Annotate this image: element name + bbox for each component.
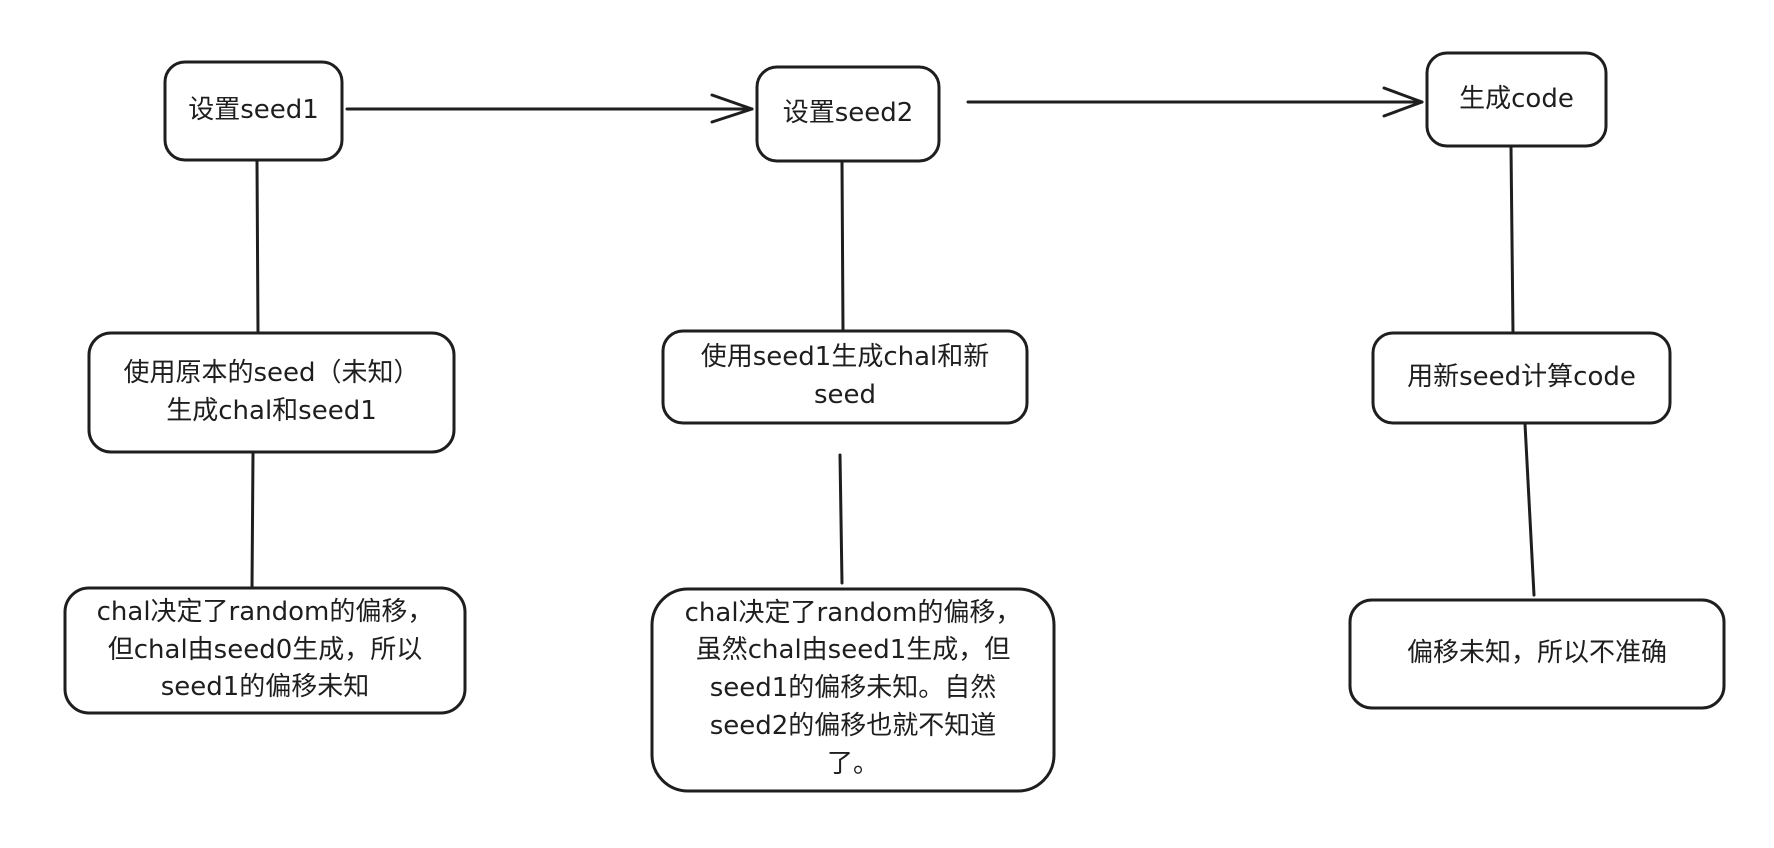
connector-desc2-to-note2 bbox=[838, 453, 844, 585]
connector-code-to-desc3 bbox=[1509, 145, 1515, 335]
connector-desc3-to-note3 bbox=[1523, 422, 1536, 597]
node-set-seed1: 设置seed1 bbox=[188, 95, 319, 126]
arrowhead-seed1-to-seed2 bbox=[710, 93, 754, 124]
box-desc2-outline bbox=[661, 329, 1029, 425]
box-code-outline bbox=[1425, 51, 1608, 148]
box-note1-outline bbox=[63, 586, 467, 715]
node-desc-generate-chal-seed1: 使用原本的seed（未知） 生成chal和seed1 bbox=[123, 357, 420, 426]
node-note-seed1-offset: chal决定了random的偏移， 但chal由seed0生成，所以 seed1… bbox=[96, 596, 434, 703]
box-desc3-outline bbox=[1371, 331, 1672, 425]
connector-seed1-to-desc1 bbox=[255, 159, 260, 335]
box-seed1-outline bbox=[163, 60, 344, 162]
connector-seed2-to-desc2 bbox=[840, 160, 845, 333]
node-set-seed2: 设置seed2 bbox=[782, 98, 914, 129]
box-note3-outline bbox=[1348, 598, 1726, 710]
node-desc-compute-code: 用新seed计算code bbox=[1407, 362, 1636, 393]
node-desc-generate-chal-new-seed: 使用seed1生成chal和新 seed bbox=[700, 342, 990, 410]
box-seed2-outline bbox=[755, 65, 941, 163]
box-note2-outline bbox=[650, 587, 1056, 793]
arrowhead-seed2-to-code bbox=[1382, 86, 1424, 118]
node-note-seed2-offset: chal决定了random的偏移， 虽然chal由seed1生成，但 seed1… bbox=[684, 597, 1022, 779]
node-note-inaccurate: 偏移未知，所以不准确 bbox=[1406, 638, 1667, 669]
box-desc1-outline bbox=[87, 331, 456, 454]
node-generate-code: 生成code bbox=[1459, 83, 1574, 114]
connector-desc1-to-note1 bbox=[250, 451, 255, 590]
